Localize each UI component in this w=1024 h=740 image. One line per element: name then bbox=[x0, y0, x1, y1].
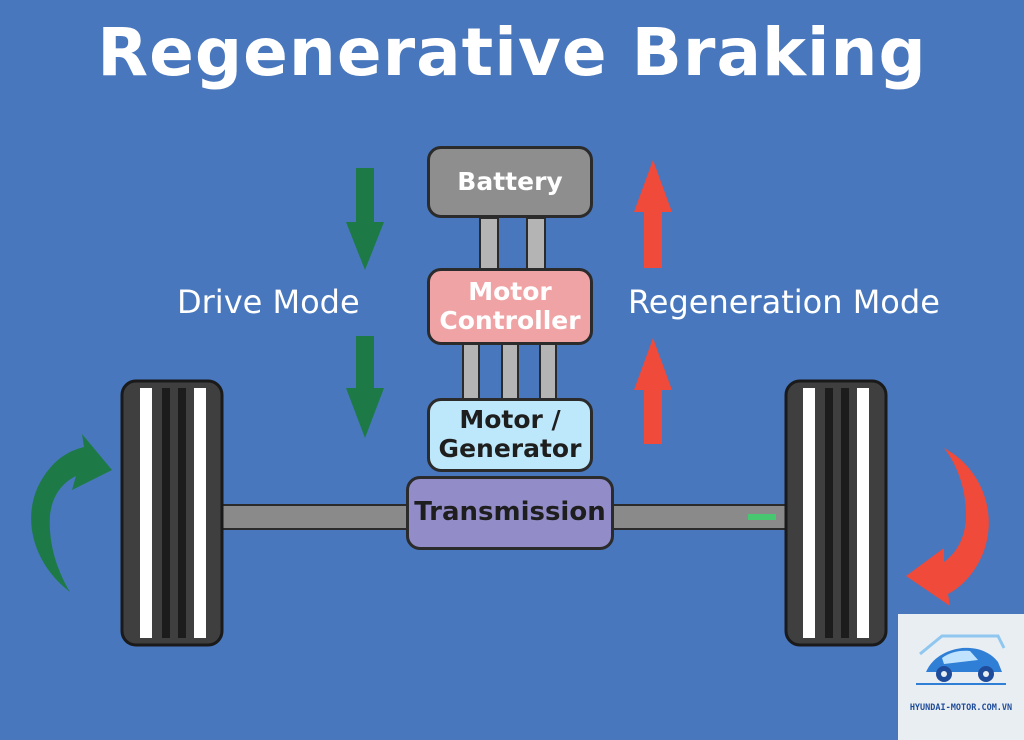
axle-left bbox=[214, 504, 411, 530]
drive-arrow-upper bbox=[346, 168, 384, 270]
regen-arrow-upper bbox=[634, 160, 672, 268]
watermark-logo: HYUNDAI-MOTOR.COM.VN bbox=[898, 614, 1024, 740]
generator-label-line1: Motor / bbox=[459, 405, 561, 435]
motor-controller-box: Motor Controller bbox=[427, 268, 593, 345]
controller-label-line1: Motor bbox=[468, 276, 552, 306]
battery-box: Battery bbox=[427, 146, 593, 218]
drive-mode-label: Drive Mode bbox=[177, 283, 360, 321]
right-rotation-arrow bbox=[906, 448, 989, 606]
left-wheel bbox=[120, 379, 224, 647]
regeneration-mode-label: Regeneration Mode bbox=[628, 283, 940, 321]
axle-marker bbox=[748, 514, 776, 520]
watermark-text: HYUNDAI-MOTOR.COM.VN bbox=[909, 703, 1013, 713]
left-rotation-arrow bbox=[31, 434, 112, 592]
transmission-label: Transmission bbox=[414, 497, 606, 528]
diagram-title: Regenerative Braking bbox=[97, 14, 927, 91]
car-logo-icon bbox=[916, 634, 1006, 685]
right-wheel bbox=[784, 379, 888, 647]
phase-connector-2 bbox=[501, 343, 519, 401]
battery-connector-left bbox=[479, 217, 499, 271]
motor-generator-box: Motor / Generator bbox=[427, 398, 593, 472]
controller-label-line2: Controller bbox=[439, 305, 581, 335]
battery-label: Battery bbox=[457, 166, 563, 196]
generator-label-line2: Generator bbox=[438, 434, 582, 463]
drive-arrow-lower bbox=[346, 336, 384, 438]
phase-connector-1 bbox=[462, 343, 480, 401]
regen-arrow-lower bbox=[634, 338, 672, 444]
battery-connector-right bbox=[526, 217, 546, 271]
transmission-box: Transmission bbox=[406, 476, 614, 550]
phase-connector-3 bbox=[539, 343, 557, 401]
